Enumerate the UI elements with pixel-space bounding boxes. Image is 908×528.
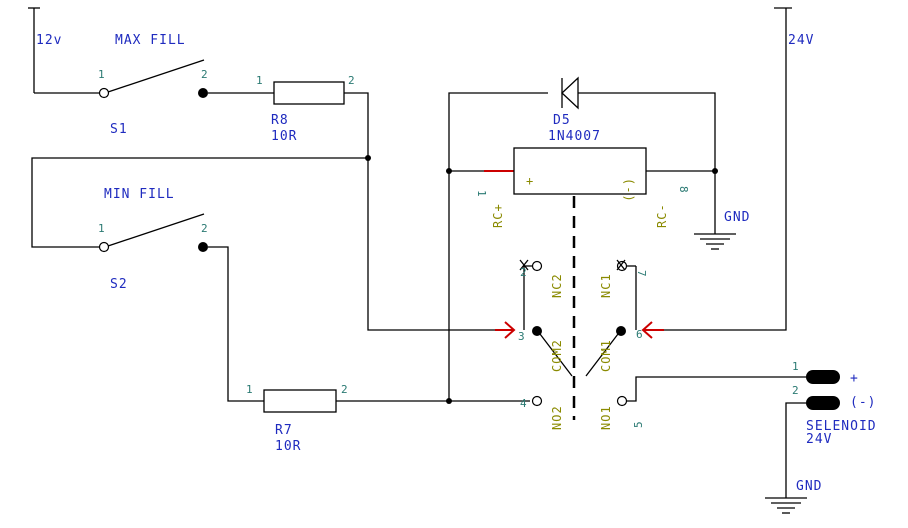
- s2-contact-closed: [198, 242, 208, 252]
- com2-contact: [532, 326, 542, 336]
- s1-pin2: 2: [201, 68, 208, 81]
- s1-ref: S1: [110, 122, 128, 137]
- pin-nc1: 7: [635, 270, 648, 277]
- coil-plus: +: [526, 174, 534, 188]
- pin-nc2: 2: [520, 266, 527, 279]
- r7-ref: R7: [275, 423, 293, 438]
- s1-title: MAX FILL: [115, 33, 186, 48]
- sol-pin2: 2: [792, 384, 799, 397]
- relay-coil: + (-) RC+ RC- 1 8: [475, 147, 718, 228]
- r8-pin1: 1: [256, 74, 263, 87]
- rail-24v: 24V: [664, 7, 814, 331]
- sol-pin1: 1: [792, 360, 799, 373]
- s2-title: MIN FILL: [104, 187, 175, 202]
- d5-part: 1N4007: [548, 129, 601, 144]
- r8-ref: R8: [271, 113, 289, 128]
- sol-plus: +: [850, 371, 859, 386]
- switch-s1: MAX FILL 1 2 S1: [98, 33, 208, 137]
- resistor-r8: 1 2 R8 10R: [256, 74, 355, 144]
- r7-pin2: 2: [341, 383, 348, 396]
- label-com1: COM1: [599, 339, 613, 372]
- arrow-com1: [641, 321, 653, 339]
- s1-pin1: 1: [98, 68, 105, 81]
- relay-contacts: NC2 NC1 COM2 COM1 NO2 NO1 2 7 3 6 4 5: [495, 259, 664, 430]
- label-nc2: NC2: [550, 273, 564, 298]
- solenoid: 1 2 + (-) SELENOID 24V: [785, 360, 877, 498]
- sol-minus: (-): [850, 395, 876, 410]
- coil-pin1: 1: [475, 190, 488, 197]
- coil-minus: (-): [622, 178, 636, 203]
- pin-com1: 6: [636, 328, 643, 341]
- switch-s2: MIN FILL 1 2 S2: [98, 187, 208, 292]
- label-no1: NO1: [599, 405, 613, 430]
- s1-contact-closed: [198, 88, 208, 98]
- rail-24v-label: 24V: [788, 33, 814, 48]
- s1-contact-open: [98, 87, 110, 99]
- label-no2: NO2: [550, 405, 564, 430]
- pin-no2: 4: [520, 397, 527, 410]
- coil-pin8: 8: [677, 186, 690, 193]
- r8-value: 10R: [271, 129, 297, 144]
- gnd-top-label: GND: [724, 210, 750, 225]
- no2-contact: [531, 395, 543, 407]
- sol-name: SELENOID: [806, 419, 877, 434]
- label-com2: COM2: [550, 339, 564, 372]
- label-nc1: NC1: [599, 273, 613, 298]
- r7-value: 10R: [275, 439, 301, 454]
- s2-ref: S2: [110, 277, 128, 292]
- rail-12v-label: 12v: [36, 33, 62, 48]
- d5-ref: D5: [553, 113, 571, 128]
- no1-contact: [616, 395, 628, 407]
- rail-12v: 12v: [28, 7, 104, 94]
- coil-rcplus: RC+: [491, 203, 505, 228]
- gnd-top: GND: [694, 171, 750, 250]
- diode-d5: D5 1N4007: [548, 76, 716, 171]
- pin-com2: 3: [518, 330, 525, 343]
- com1-contact: [616, 326, 626, 336]
- s2-pin1: 1: [98, 222, 105, 235]
- gnd-bottom: GND: [765, 479, 822, 514]
- sol-voltage: 24V: [806, 432, 832, 447]
- gnd-bottom-label: GND: [796, 479, 822, 494]
- r8-pin2: 2: [348, 74, 355, 87]
- s2-contact-open: [98, 241, 110, 253]
- r7-pin1: 1: [246, 383, 253, 396]
- s2-pin2: 2: [201, 222, 208, 235]
- resistor-r7: 1 2 R7 10R: [246, 383, 348, 454]
- nc2-contact: [531, 260, 543, 272]
- arrow-com2: [504, 321, 516, 339]
- pin-no1: 5: [632, 421, 645, 428]
- coil-rcminus: RC-: [655, 203, 669, 228]
